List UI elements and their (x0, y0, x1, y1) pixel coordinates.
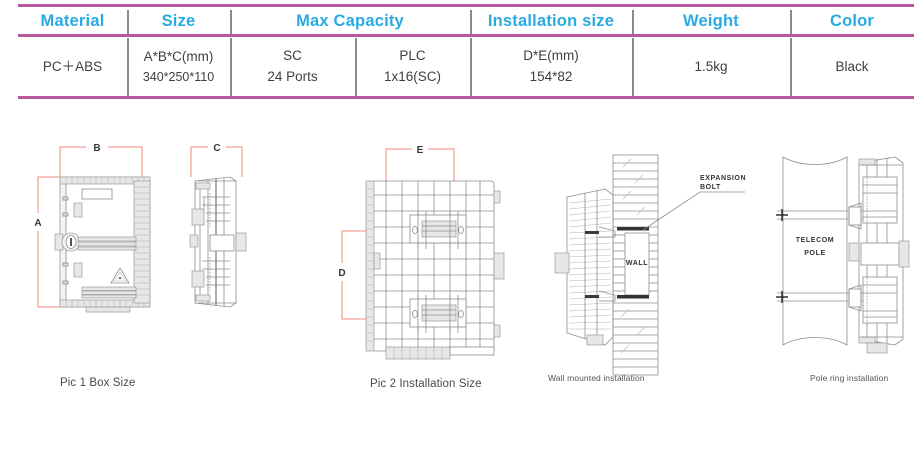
table-divider-head-1 (127, 10, 129, 34)
telecom-pole-label-line2: POLE (804, 250, 825, 257)
dimension-label-e: E (417, 145, 424, 156)
table-divider-head-2 (230, 10, 232, 34)
table-cell-material: PC＋ABS (18, 38, 127, 96)
dimension-label-c: C (213, 143, 220, 154)
pic2-caption: Pic 2 Installation Size (370, 378, 482, 390)
mounting-plate-lower (409, 295, 467, 333)
color-value: Black (835, 58, 869, 74)
table-cell-installation: D*E(mm) 154*82 (470, 38, 632, 96)
figure-pic2-installation-size: E D (330, 135, 530, 390)
weight-value: 1.5kg (694, 58, 728, 74)
expansion-bolt-label-line1: EXPANSION (700, 175, 746, 182)
dimension-a: A (34, 176, 60, 308)
pic3-drawing: WALL EXPANSION BOLT (554, 154, 746, 376)
pic3-caption: Wall mounted installation (548, 373, 645, 383)
size-line2: 340*250*110 (142, 69, 215, 84)
table-divider-head-3 (470, 10, 472, 34)
box-side-mounted (554, 188, 616, 346)
mounting-plate-upper (409, 211, 467, 249)
table-divider-head-5 (790, 10, 792, 34)
table-header-installation: Installation size (487, 12, 615, 30)
expansion-bolt-label-line2: BOLT (700, 184, 721, 191)
box-side-pole (848, 156, 910, 354)
table-cell-weight: 1.5kg (632, 38, 790, 96)
box-front-view (54, 176, 151, 313)
table-rule-middle (18, 34, 914, 37)
size-line1: A*B*C(mm) (143, 48, 214, 64)
table-rule-top (18, 4, 914, 7)
capacity-sc-line1: SC (283, 48, 302, 64)
dimension-c: C (190, 143, 243, 177)
expansion-bolt-leader (642, 191, 745, 231)
dimension-label-a: A (34, 218, 41, 229)
specification-table: Material Size Max Capacity Installation … (18, 4, 914, 99)
table-divider-body-1 (127, 38, 129, 96)
table-divider-body-4 (470, 38, 472, 96)
warning-triangle-icon (110, 267, 130, 284)
table-header-color: Color (829, 12, 875, 30)
expansion-bolt-upper (617, 227, 649, 231)
table-header-max-capacity: Max Capacity (296, 12, 404, 30)
figure-pic3-wall-mounted: WALL EXPANSION BOLT (545, 145, 775, 390)
figure-pic1-box-size: B A C (30, 135, 320, 389)
pic4-drawing: TELECOM POLE (776, 156, 910, 354)
capacity-plc-line2: 1x16(SC) (383, 69, 442, 84)
table-rule-bottom (18, 96, 914, 99)
pic4-caption: Pole ring installation (810, 373, 889, 383)
table-divider-body-6 (790, 38, 792, 96)
dimension-label-b: B (93, 143, 100, 154)
table-divider-body-5 (632, 38, 634, 96)
lock-icon (54, 232, 81, 252)
table-divider-body-3 (355, 38, 357, 96)
box-back-view (365, 180, 505, 360)
pic1-drawing: B A C (34, 143, 247, 313)
material-value: PC＋ABS (42, 58, 103, 74)
capacity-plc-line1: PLC (399, 48, 426, 64)
telecom-pole-label-line1: TELECOM (796, 237, 834, 244)
wall-section: WALL (612, 154, 659, 376)
pic2-drawing: E D (338, 145, 505, 360)
table-divider-body-2 (230, 38, 232, 96)
table-header-size: Size (161, 12, 196, 30)
pic1-caption: Pic 1 Box Size (60, 377, 136, 389)
capacity-sc-line2: 24 Ports (267, 69, 318, 84)
dimension-label-d: D (338, 268, 345, 279)
dimension-b: B (59, 143, 143, 177)
table-cell-capacity-plc: PLC 1x16(SC) (355, 38, 470, 96)
installation-line2: 154*82 (529, 69, 573, 84)
box-side-view (189, 176, 247, 308)
table-divider-head-4 (632, 10, 634, 34)
table-cell-size: A*B*C(mm) 340*250*110 (127, 38, 230, 96)
wall-label: WALL (626, 260, 648, 267)
table-header-material: Material (40, 12, 105, 30)
expansion-bolt-lower (617, 295, 649, 299)
installation-line1: D*E(mm) (523, 48, 579, 64)
table-header-weight: Weight (683, 12, 739, 30)
figure-pic4-pole-ring: TELECOM POLE (745, 145, 920, 390)
table-cell-color: Black (790, 38, 914, 96)
telecom-pole: TELECOM POLE (782, 156, 848, 346)
table-cell-capacity-sc: SC 24 Ports (230, 38, 355, 96)
